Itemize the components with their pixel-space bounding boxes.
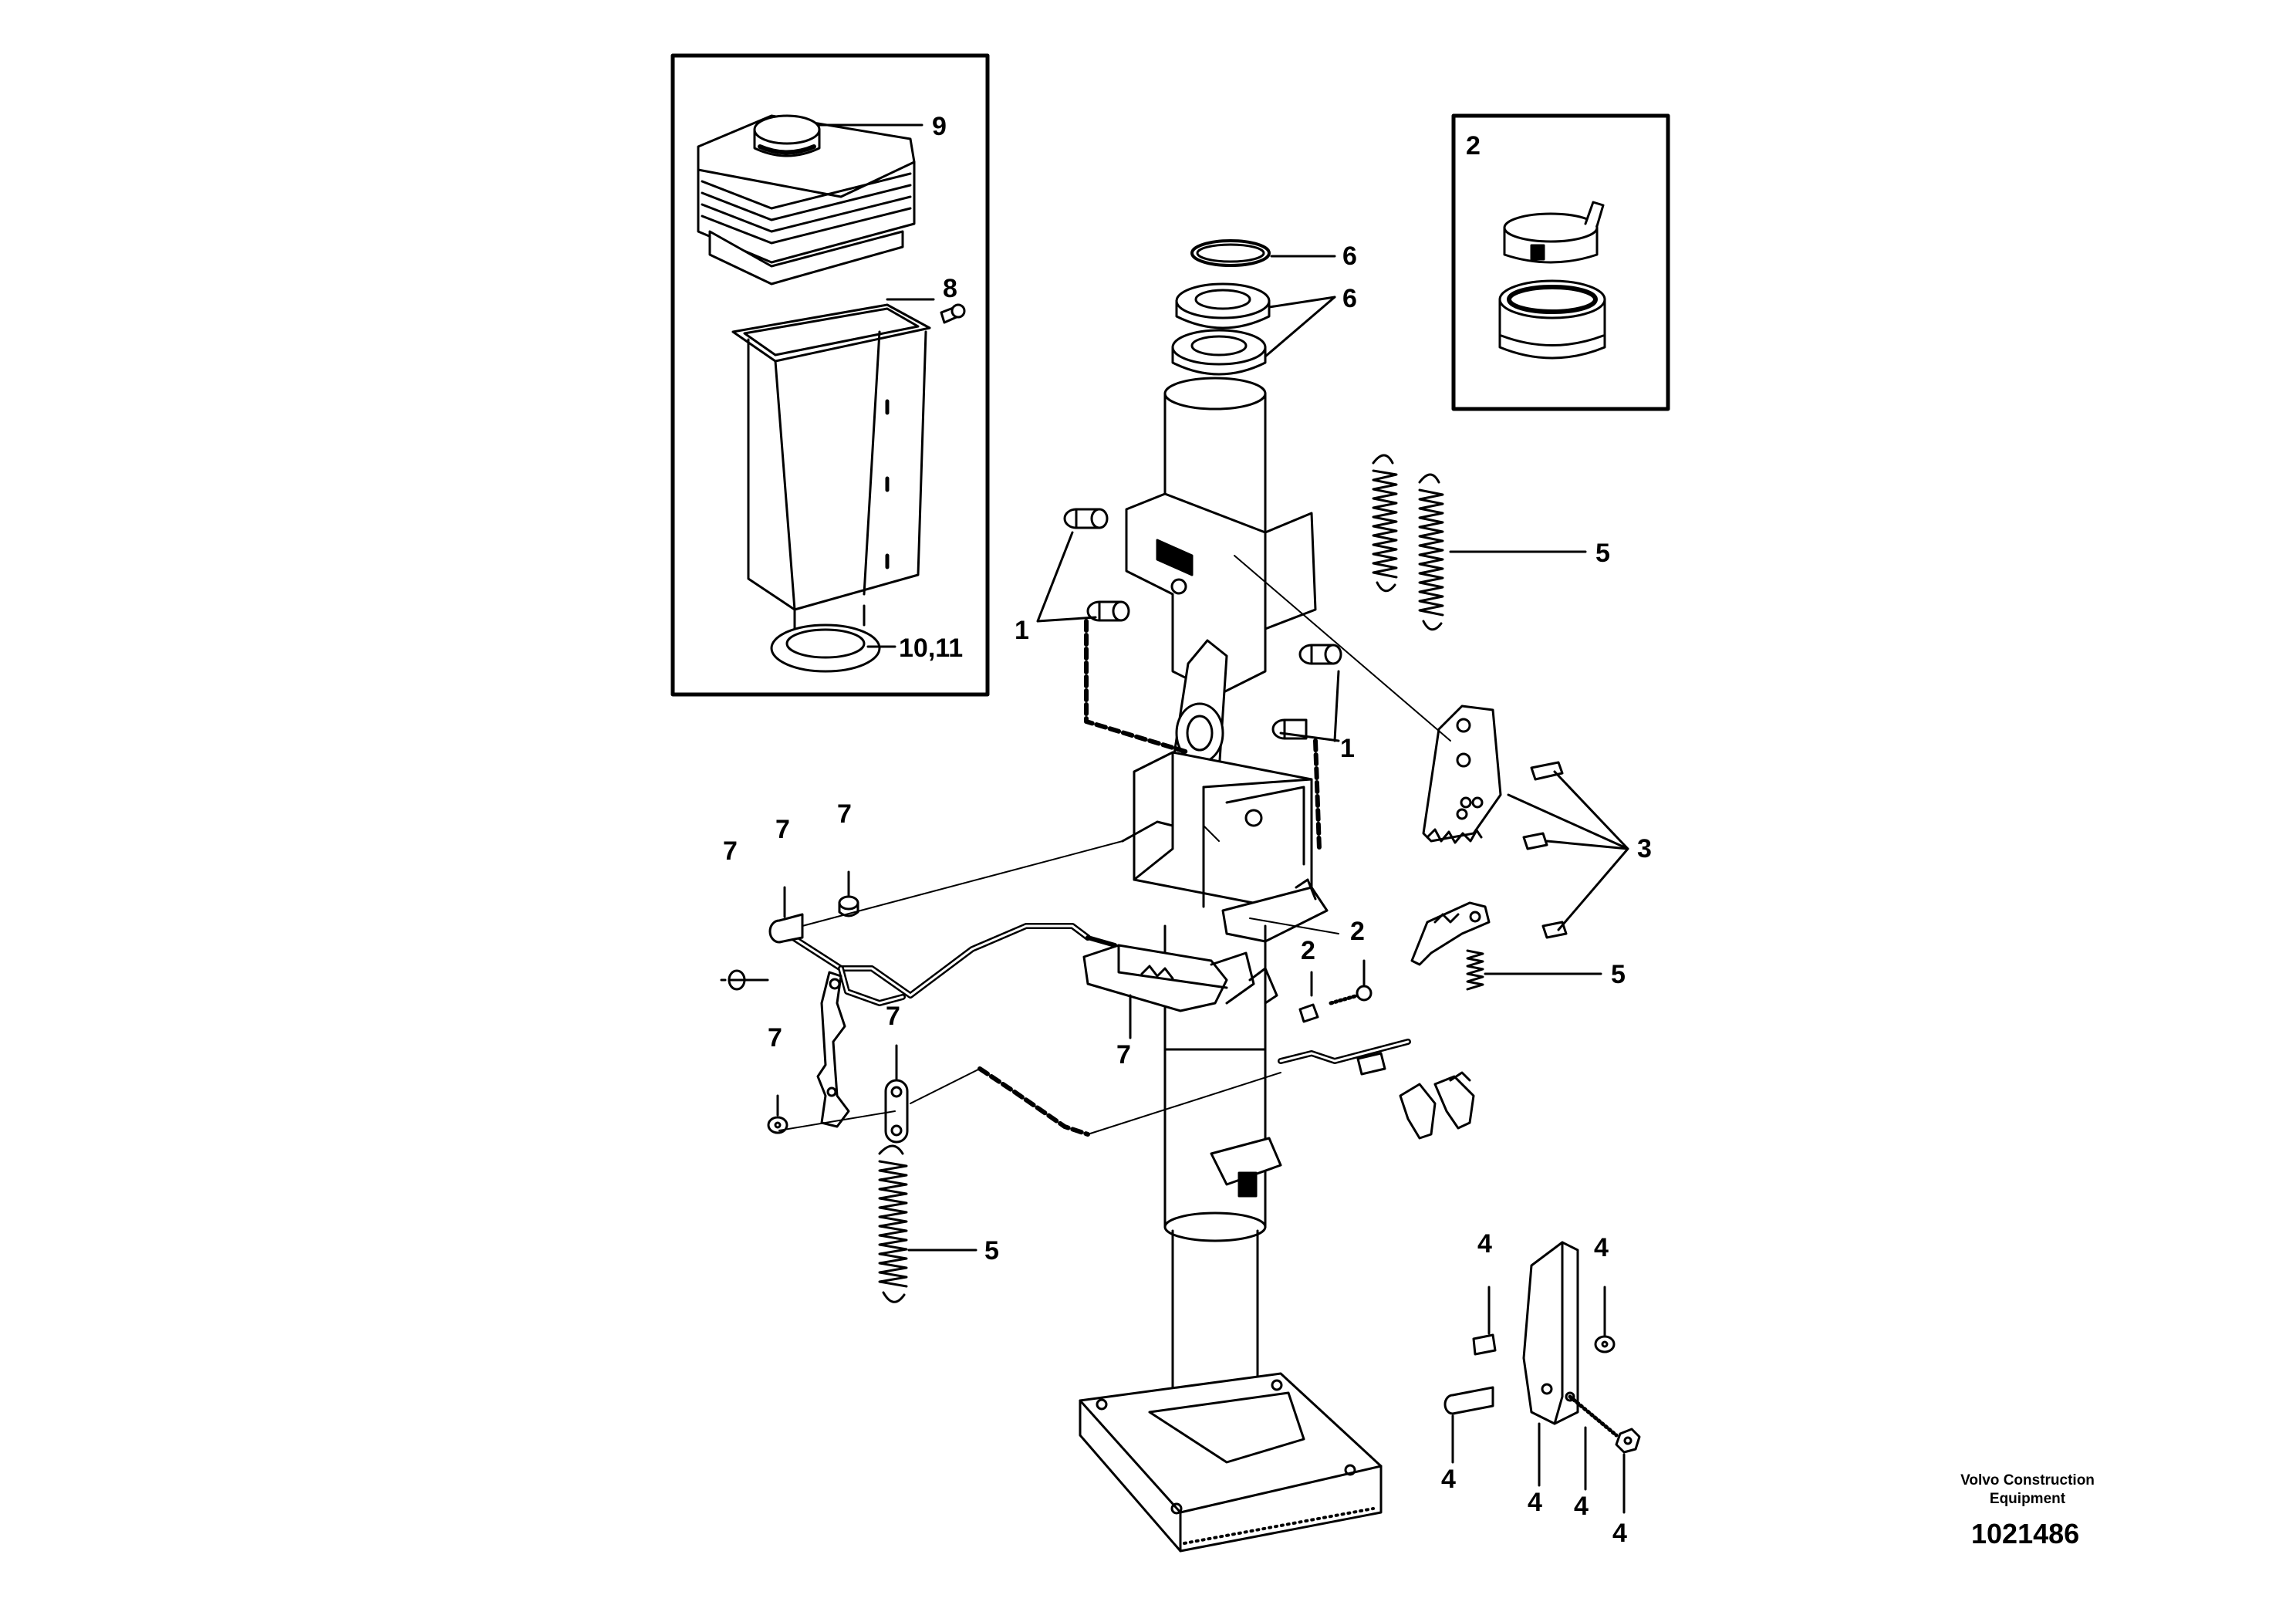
bolt-4-right: [1565, 1391, 1619, 1438]
bearing-6-lower: [1171, 329, 1267, 376]
callout-1-right: 1: [1340, 734, 1355, 763]
washer-4: [1594, 1335, 1616, 1353]
leader-3: [1507, 770, 1629, 931]
dashed-assembly-line-right: [1313, 738, 1322, 851]
callout-9: 9: [932, 112, 947, 141]
spring-5-top-b: [1418, 473, 1444, 631]
lever-7: [816, 971, 850, 1128]
callout-7-c: 7: [837, 799, 852, 829]
callout-5-top: 5: [1595, 539, 1610, 568]
inset-frame-boot: [670, 53, 990, 697]
screw-8: [940, 303, 966, 324]
callout-4-f: 4: [1612, 1519, 1627, 1548]
leader-6b-1: [1268, 296, 1336, 309]
bracket-7: [1082, 944, 1278, 1012]
brand-line-1: Volvo Construction: [1960, 1472, 2095, 1489]
callout-7-a: 7: [723, 836, 738, 866]
spring-5-top-a: [1372, 454, 1398, 593]
clips: [1399, 1071, 1475, 1140]
link-7: [884, 1079, 909, 1144]
coupling-upper: [1503, 201, 1605, 264]
callout-1-left: 1: [1015, 616, 1029, 645]
callout-4-b: 4: [1594, 1233, 1609, 1262]
alignment-line-ratchet: [1234, 555, 1451, 742]
callout-6-bearings: 6: [1342, 284, 1357, 313]
callout-7-e: 7: [886, 1002, 900, 1031]
base-ring-10-11: [770, 604, 881, 673]
callout-8: 8: [943, 274, 957, 303]
inset-label-2: 2: [1466, 131, 1481, 161]
callout-5-lower: 5: [984, 1236, 999, 1265]
coupling-lower: [1498, 279, 1606, 360]
bolt-4-left: [1443, 1386, 1494, 1415]
linkage-rod: [784, 923, 1117, 1006]
bushing-1-b: [1086, 600, 1130, 622]
pedal-bracket-4: [1522, 1241, 1579, 1425]
nut-4: [1615, 1428, 1641, 1454]
leader-1b: [1279, 670, 1340, 742]
washer-7: [767, 1116, 788, 1134]
spring-5-lower: [878, 1144, 908, 1303]
callout-4-d: 4: [1528, 1488, 1542, 1517]
inset-frame-2: [1451, 113, 1670, 411]
callout-7-f: 7: [1116, 1040, 1131, 1070]
callout-4-a: 4: [1477, 1229, 1492, 1259]
callout-3: 3: [1637, 834, 1652, 863]
bushing-1-a: [1063, 508, 1109, 529]
bushing-7-c: [838, 895, 859, 917]
callout-5-middle: 5: [1611, 960, 1626, 989]
steering-column: [1079, 377, 1383, 1553]
leader-1a: [1036, 531, 1097, 623]
dashed-link-line: [977, 1066, 1090, 1137]
pins-3: [1522, 761, 1568, 939]
pawl-3: [1410, 901, 1491, 966]
callout-2-screw: 2: [1350, 917, 1365, 946]
screw-2: [1329, 985, 1373, 1005]
leader-6b-2: [1264, 296, 1336, 358]
pad-4: [1472, 1333, 1497, 1356]
ratchet-plate-3: [1422, 705, 1502, 844]
clip-2: [1298, 1003, 1319, 1023]
spring-5-small: [1466, 949, 1484, 991]
drawing-number: 1021486: [1971, 1518, 2080, 1549]
brand-caption: Volvo Construction Equipment: [1927, 1472, 2128, 1509]
shift-rod: [1278, 1039, 1411, 1076]
callout-7-d: 7: [768, 1023, 782, 1053]
callout-4-e: 4: [1574, 1492, 1589, 1521]
snap-ring-6: [1190, 239, 1271, 267]
bushing-1-c: [1298, 644, 1342, 665]
housing-shroud: [731, 303, 931, 627]
callout-2-clip: 2: [1301, 936, 1315, 965]
callout-4-c: 4: [1441, 1465, 1456, 1494]
brand-line-2: Equipment: [1989, 1490, 2066, 1507]
rubber-boot-9: [697, 114, 916, 286]
alignment-line-pin: [802, 840, 1123, 927]
callout-7-b: 7: [775, 815, 790, 844]
bearing-6-upper: [1175, 282, 1271, 329]
dashed-assembly-line-left: [1084, 619, 1190, 755]
callout-10-11: 10,11: [899, 634, 964, 663]
callout-6-ring: 6: [1342, 242, 1357, 271]
pin-7-b: [768, 913, 804, 944]
